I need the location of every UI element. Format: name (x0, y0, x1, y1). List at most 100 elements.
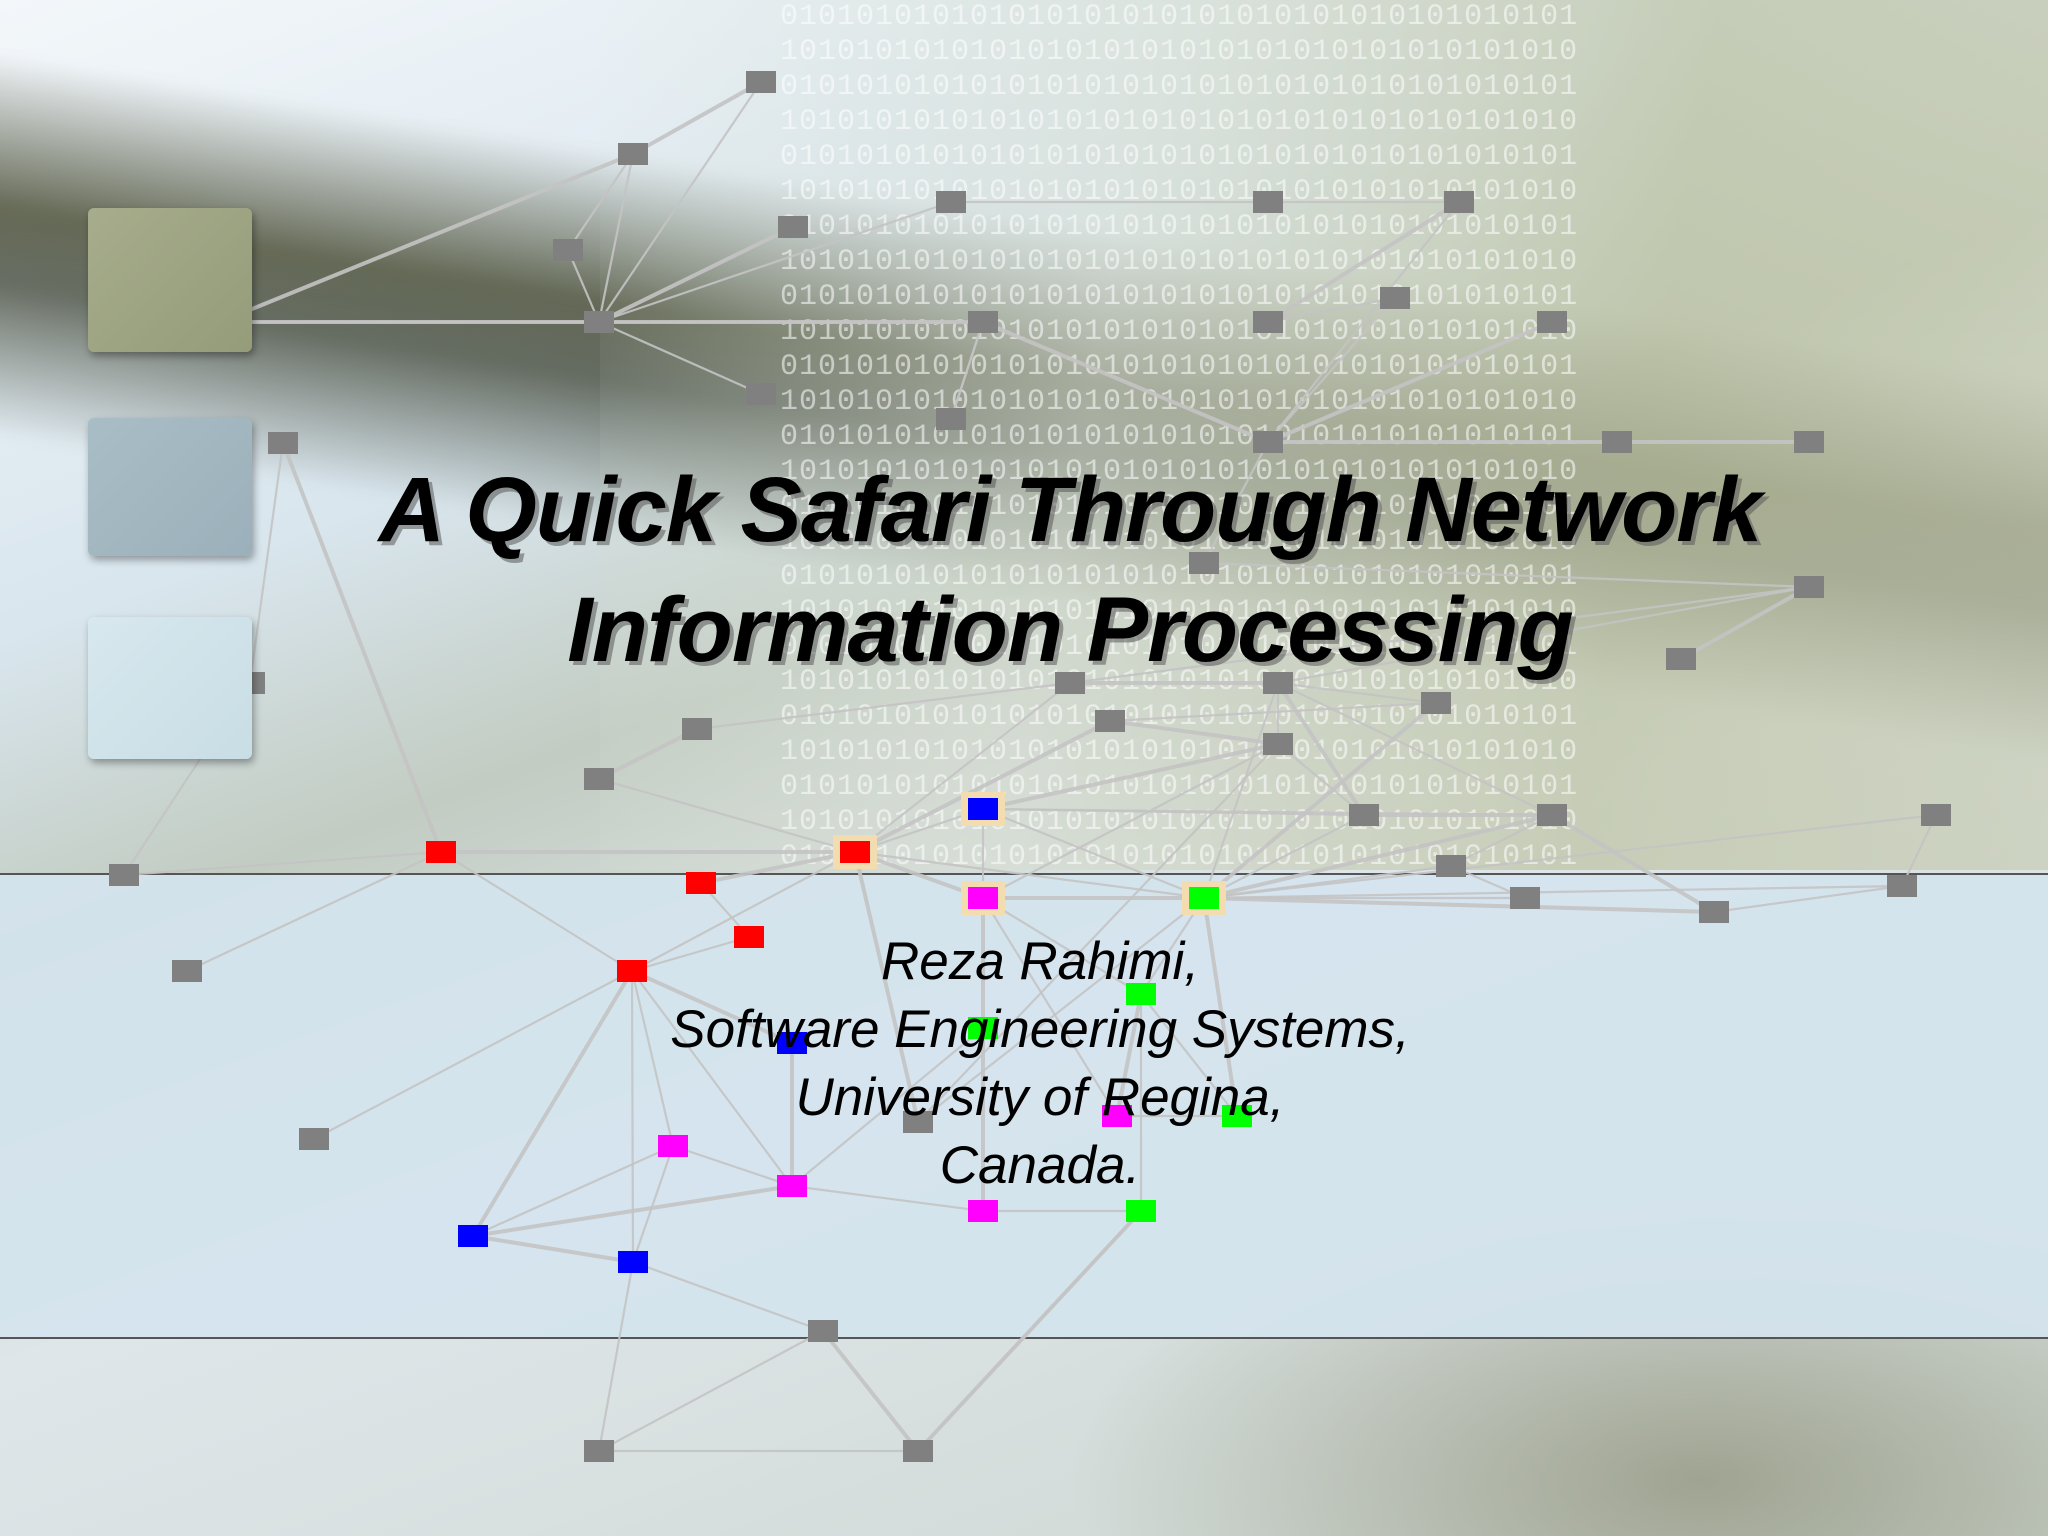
network-edge (597, 1261, 635, 1452)
network-node-g38 (109, 864, 139, 886)
network-node-g16 (1253, 431, 1283, 453)
network-edge (1069, 585, 1810, 685)
network-edge (313, 970, 633, 1140)
network-edge (1140, 993, 1238, 1117)
network-edge (917, 743, 1279, 1123)
network-nodes (109, 71, 1951, 1462)
network-edge (672, 1144, 793, 1188)
network-edge (791, 1184, 984, 1213)
network-edge (186, 851, 442, 972)
network-edge (598, 225, 794, 324)
network-edges (123, 80, 1937, 1453)
decorative-square-olive (88, 208, 252, 352)
network-node-g22 (1055, 672, 1085, 694)
network-edge (854, 682, 1071, 853)
network-edge (472, 1234, 634, 1264)
network-edge (440, 851, 633, 972)
network-node-g41 (903, 1111, 933, 1133)
network-node-g8 (936, 191, 966, 213)
decorative-square-steel (88, 418, 252, 556)
network-node-g30 (268, 432, 298, 454)
network-edge (472, 1184, 793, 1238)
network-node-g27 (682, 718, 712, 740)
network-edge (854, 719, 1111, 854)
network-node-g33 (1436, 855, 1466, 877)
network-edge (1203, 896, 1715, 914)
network-edge (1277, 682, 1553, 816)
network-edge (982, 807, 1205, 900)
network-edge (631, 970, 793, 1187)
network-edge (632, 80, 762, 156)
network-node-g39 (172, 960, 202, 982)
network-edge (598, 727, 698, 781)
network-edge (700, 850, 856, 885)
network-edge (281, 442, 443, 853)
network-edge (1115, 993, 1143, 1117)
network-edge (598, 200, 952, 324)
network-edge (1267, 296, 1396, 324)
network-edge (982, 807, 1553, 817)
network-node-m5 (1102, 1105, 1132, 1127)
network-node-b1 (968, 798, 998, 820)
network-edge (1203, 441, 1269, 564)
network-node-m3 (777, 1175, 807, 1197)
network-node-g13 (1253, 311, 1283, 333)
network-edge (632, 1260, 824, 1333)
network-edge (1680, 585, 1810, 661)
network-edge (597, 153, 635, 323)
network-edge (982, 743, 1279, 899)
network-node-g34 (1510, 887, 1540, 909)
network-edge (630, 970, 675, 1147)
lower-content-band (0, 873, 2048, 1339)
author-byline: Reza Rahimi, Software Engineering System… (540, 928, 1540, 1200)
network-node-g4 (778, 216, 808, 238)
network-node-m1 (968, 887, 998, 909)
author-university: University of Regina, (795, 1068, 1285, 1127)
network-edge (567, 153, 634, 251)
network-edge (1203, 561, 1810, 589)
network-node-g6 (584, 311, 614, 333)
network-node-r5 (617, 960, 647, 982)
network-edge (854, 850, 1205, 900)
author-department: Software Engineering Systems, (670, 1000, 1410, 1059)
network-edge (982, 897, 1142, 995)
network-node-n5 (1126, 1200, 1156, 1222)
network-edge (982, 742, 1279, 811)
binary-digits-pattern: 0101010101010101010101010101010101010101… (780, 0, 1579, 870)
slide-title-line-1: A Quick Safari Through Network (378, 459, 1763, 561)
network-node-g36 (1887, 875, 1917, 897)
network-node-g15 (1537, 311, 1567, 333)
network-node-g3 (553, 239, 583, 261)
network-edge (566, 249, 601, 323)
network-edge (1901, 814, 1937, 887)
network-edge (1450, 814, 1553, 867)
slide-title: A Quick Safari Through Network Informati… (210, 450, 1930, 690)
network-edge (598, 320, 762, 396)
network-edge (1203, 884, 1903, 900)
network-edge (471, 969, 634, 1238)
network-node-g24 (1421, 692, 1451, 714)
network-node-g2 (618, 143, 648, 165)
network-edge (1203, 814, 1365, 899)
network-node-g42 (808, 1320, 838, 1342)
network-node-g14 (1380, 287, 1410, 309)
network-node-g10 (936, 408, 966, 430)
network-node-g32 (1537, 804, 1567, 826)
network-edge (598, 1330, 824, 1452)
network-node-g9 (968, 311, 998, 333)
network-edge (1109, 719, 1279, 746)
network-node-r2 (840, 841, 870, 863)
network-edge (821, 1329, 920, 1453)
network-edge (630, 970, 635, 1263)
network-edge (1202, 897, 1239, 1117)
network-node-b3 (458, 1225, 488, 1247)
network-node-r3 (686, 872, 716, 894)
network-node-g25 (1095, 710, 1125, 732)
network-node-b2 (777, 1032, 807, 1054)
network-edge (1276, 681, 1366, 817)
network-edge (791, 1027, 984, 1187)
network-node-g28 (584, 768, 614, 790)
network-edge (949, 321, 985, 420)
network-node-g43 (584, 1440, 614, 1462)
